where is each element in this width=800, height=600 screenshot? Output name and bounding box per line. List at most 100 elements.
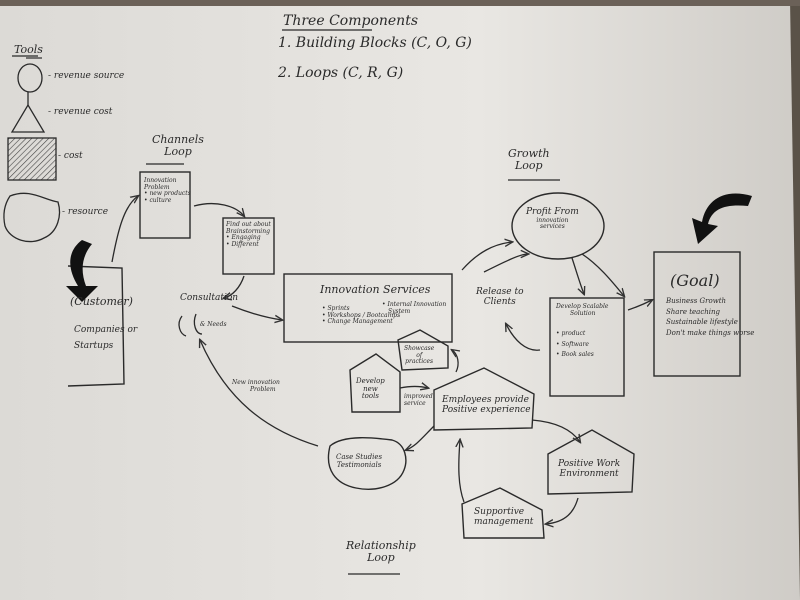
page-title: Three Components	[283, 13, 419, 29]
new-problem-l1: New innovation	[232, 379, 280, 386]
goal-l4: Don't make things worse	[666, 329, 755, 338]
positive-work-text: Positive Work Environment	[558, 459, 621, 480]
growth-loop-line1: Growth	[508, 147, 550, 160]
innovation-services-b2: • Workshops / Bootcamps	[322, 311, 401, 319]
innovation-problem-b1: • new products	[144, 190, 191, 198]
needs-label: & Needs	[200, 321, 227, 328]
channels-loop-line1: Channels	[152, 133, 204, 146]
tools-legend-shapes	[3, 55, 61, 243]
brainstorming-l2: Brainstorming	[226, 227, 270, 235]
brainstorming-text: Find out about Brainstorming • Engaging …	[226, 221, 271, 248]
develop-scalable-l2: Solution	[570, 309, 596, 317]
positive-work-l1: Positive Work	[558, 459, 621, 469]
supportive-l2: management	[474, 516, 534, 527]
growth-loop-line2: Loop	[515, 159, 543, 173]
customer-text: Companies or Startups	[74, 325, 138, 352]
brainstorming-l1: Find out about	[226, 221, 271, 228]
tools-cost-label: - cost	[58, 151, 83, 161]
innovation-services-right: • Internal Innovation System	[382, 301, 447, 315]
profit-l1: Profit From	[526, 207, 579, 217]
consultation-label: Consultation	[180, 293, 239, 303]
goal-box	[653, 251, 741, 377]
showcase-l2: of	[416, 351, 423, 359]
customer-line2: Startups	[74, 340, 114, 351]
showcase-l3: practices	[405, 358, 434, 366]
develop-tools-l1: Develop	[356, 377, 385, 385]
tools-revenue-cost-label: - revenue cost	[48, 107, 113, 117]
new-problem-text: New innovation Problem	[232, 379, 280, 393]
supportive-l1: Supportive	[474, 507, 525, 517]
growth-loop-label: Growth Loop	[508, 147, 550, 173]
connector-arrows	[111, 196, 652, 524]
channels-loop-label: Channels Loop	[152, 133, 204, 159]
innovation-problem-title1: Innovation	[144, 177, 177, 184]
showcase-l1: Showcase	[404, 345, 435, 352]
innovation-problem-text: Innovation Problem • new products • cult…	[144, 177, 191, 204]
innovation-services-box	[283, 273, 453, 343]
brainstorming-b2: • Different	[226, 240, 259, 248]
develop-tools-l3: tools	[361, 392, 379, 401]
develop-tools-l2: new	[363, 384, 378, 393]
brainstorming-b1: • Engaging	[226, 234, 261, 242]
customer-line1: Companies or	[74, 325, 138, 335]
employees-text: Employees provide Positive experience	[442, 395, 531, 416]
case-studies-l2: Testimonials	[336, 460, 382, 469]
channels-boxes	[67, 171, 275, 387]
improved-l2: service	[404, 399, 426, 407]
innovation-services-b3: • Change Management	[322, 318, 393, 326]
underlines	[26, 57, 560, 575]
release-text: Release to Clients	[476, 287, 524, 308]
relationship-loop-label: Relationship Loop	[346, 539, 416, 565]
positive-work-l2: Environment	[559, 468, 619, 479]
profit-l3: services	[539, 223, 565, 231]
profit-l2: innovation	[536, 216, 569, 224]
innovation-problem-title2: Problem	[144, 183, 170, 191]
employees-l1: Employees provide	[442, 395, 529, 405]
improved-l1: improved	[404, 393, 433, 400]
curl-arrows	[178, 313, 203, 337]
floor-strip	[0, 0, 800, 6]
release-l2: Clients	[483, 296, 516, 307]
showcase-text: Showcase of practices	[404, 345, 435, 366]
innovation-services-b5: System	[388, 307, 411, 315]
big-arrows	[66, 193, 752, 302]
goal-title: (Goal)	[670, 271, 720, 290]
goal-l3: Sustainable lifestyle	[666, 318, 738, 327]
develop-scalable-box	[549, 297, 625, 397]
employees-l2: Positive experience	[442, 404, 531, 415]
develop-tools-text: Develop new tools	[356, 377, 385, 401]
goal-l1: Business Growth	[666, 297, 727, 305]
case-studies-l1: Case Studies	[336, 453, 383, 461]
relationship-shapes	[327, 329, 635, 539]
develop-scalable-b1: • product	[556, 330, 586, 338]
tools-title: Tools	[14, 43, 43, 56]
develop-scalable-l1: Develop Scalable	[556, 303, 609, 310]
develop-scalable-text: Develop Scalable Solution • product • So…	[556, 303, 609, 359]
improved-text: improved service	[404, 393, 433, 407]
goal-text: Business Growth Share teaching Sustainab…	[666, 297, 755, 338]
supportive-text: Supportive management	[474, 507, 534, 528]
relationship-loop-line1: Relationship	[346, 539, 416, 552]
tools-resource-label: - resource	[62, 207, 109, 217]
channels-loop-line2: Loop	[164, 145, 192, 159]
customer-title: (Customer)	[70, 295, 133, 308]
innovation-services-b4: • Internal Innovation	[382, 301, 447, 308]
innovation-services-left: • Sprints • Workshops / Bootcamps • Chan…	[322, 305, 401, 326]
develop-scalable-b3: • Book sales	[556, 351, 594, 359]
new-problem-l2: Problem	[250, 385, 276, 393]
tools-revenue-label: - revenue source	[48, 71, 125, 81]
title-line-2: 2. Loops (C, R, G)	[278, 65, 404, 81]
goal-l2: Share teaching	[666, 307, 720, 316]
release-l1: Release to	[476, 287, 524, 297]
profit-text: Profit From innovation services	[526, 207, 579, 231]
case-studies-text: Case Studies Testimonials	[336, 453, 383, 469]
innovation-problem-b2: • culture	[144, 196, 172, 204]
innovation-services-title: Innovation Services	[320, 283, 431, 296]
profit-ellipse	[511, 192, 605, 260]
title-line-1: 1. Building Blocks (C, O, G)	[278, 35, 472, 51]
relationship-loop-line2: Loop	[367, 551, 395, 565]
develop-scalable-b2: • Software	[556, 340, 589, 348]
innovation-services-b1: • Sprints	[322, 305, 350, 312]
